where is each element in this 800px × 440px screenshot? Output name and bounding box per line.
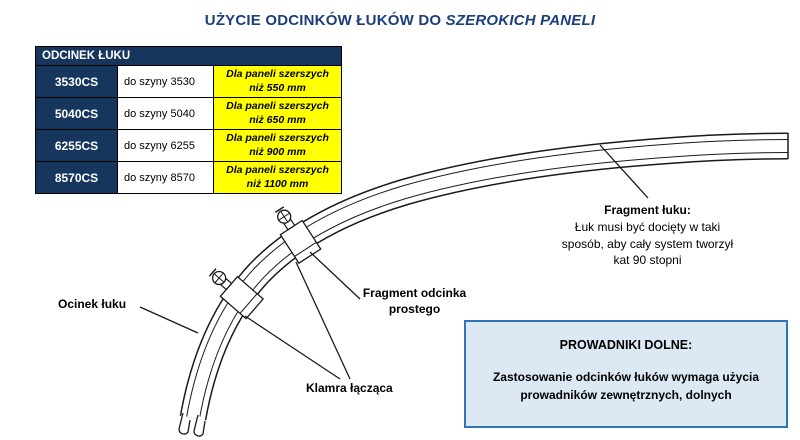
leader-arc-label bbox=[139, 306, 199, 334]
rail-cell: do szyny 8570 bbox=[117, 161, 214, 194]
note-cell: Dla paneli szerszych niż 650 mm bbox=[213, 97, 342, 130]
code-cell: 5040CS bbox=[35, 97, 118, 130]
arc-fragment-callout: Fragment łuku: Łuk musi być docięty w ta… bbox=[530, 202, 765, 269]
table-header: ODCINEK ŁUKU bbox=[35, 46, 342, 66]
bottom-guides-infobox: PROWADNIKI DOLNE: Zastosowanie odcinków … bbox=[464, 320, 788, 428]
infobox-title: PROWADNIKI DOLNE: bbox=[559, 338, 693, 352]
clamp-upper bbox=[274, 206, 322, 265]
rail-cell: do szyny 5040 bbox=[117, 97, 214, 130]
leader-clamp-lower bbox=[244, 315, 341, 380]
clamp-label: Klamra łącząca bbox=[306, 381, 393, 395]
arc-segment-label: Ocinek łuku bbox=[58, 297, 127, 311]
page-title-emphasis: SZEROKICH PANELI bbox=[445, 12, 596, 29]
note-cell: Dla paneli szerszych niż 550 mm bbox=[213, 65, 342, 98]
clamp-lower bbox=[208, 268, 265, 320]
track-fork-end bbox=[178, 412, 206, 437]
callout-body: Łuk musi być docięty w taki sposób, aby … bbox=[561, 219, 734, 268]
code-cell: 3530CS bbox=[35, 65, 118, 98]
rail-cell: do szyny 3530 bbox=[117, 65, 214, 98]
code-cell: 8570CS bbox=[35, 161, 118, 194]
bolt-stem bbox=[220, 278, 233, 291]
table-row: 3530CS do szyny 3530 Dla paneli szerszyc… bbox=[35, 65, 342, 98]
bolt-stem bbox=[283, 218, 296, 231]
table-row: 5040CS do szyny 5040 Dla paneli szerszyc… bbox=[35, 97, 342, 130]
straight-segment-label: Fragment odcinka prostego bbox=[362, 286, 467, 316]
leader-clamp-upper bbox=[295, 261, 351, 380]
page-title-text: UŻYCIE ODCINKÓW ŁUKÓW DO bbox=[204, 12, 446, 29]
bolt-head-icon bbox=[277, 209, 292, 224]
note-cell: Dla paneli szerszych niż 900 mm bbox=[213, 129, 342, 162]
rail-cell: do szyny 6255 bbox=[117, 129, 214, 162]
table-row: 8570CS do szyny 8570 Dla paneli szerszyc… bbox=[35, 161, 342, 194]
page-title: UŻYCIE ODCINKÓW ŁUKÓW DO SZEROKICH PANEL… bbox=[0, 12, 800, 29]
arc-segment-table: ODCINEK ŁUKU 3530CS do szyny 3530 Dla pa… bbox=[35, 46, 342, 194]
table-row: 6255CS do szyny 6255 Dla paneli szerszyc… bbox=[35, 129, 342, 162]
infobox-body: Zastosowanie odcinków łuków wymaga użyci… bbox=[492, 370, 760, 402]
callout-title: Fragment łuku: bbox=[604, 203, 691, 217]
bolt-head-icon bbox=[211, 270, 227, 286]
leader-arc-fragment bbox=[599, 144, 649, 199]
note-cell: Dla paneli szerszych niż 1100 mm bbox=[213, 161, 342, 194]
code-cell: 6255CS bbox=[35, 129, 118, 162]
